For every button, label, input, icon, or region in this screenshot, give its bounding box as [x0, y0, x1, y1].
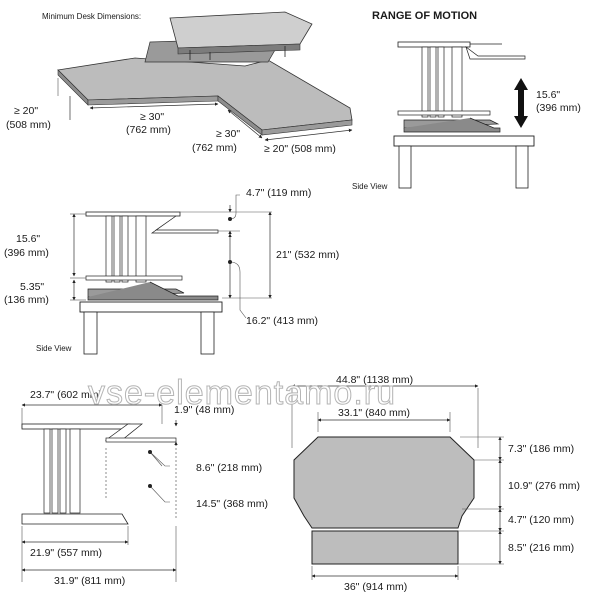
top-dim-2: 10.9" (276 mm) — [508, 480, 580, 492]
desk-side-width-mm: (762 mm) — [192, 142, 237, 154]
profile-overall-depth: 31.9" (811 mm) — [54, 575, 125, 587]
side-left-lower: 5.35" — [20, 281, 44, 293]
side-keyboard-height: 16.2" (413 mm) — [246, 315, 318, 327]
desk-perspective-view — [57, 11, 353, 142]
profile-top-depth: 23.7" (602 mm) — [30, 389, 102, 401]
top-plan-view — [291, 384, 504, 580]
profile-tray-drop: 1.9" (48 mm) — [174, 404, 234, 416]
side-top-clearance: 4.7" (119 mm) — [246, 187, 311, 199]
rom-view-label: Side View — [352, 182, 388, 191]
side-left-upper-mm: (396 mm) — [4, 247, 49, 259]
side-view-heights — [70, 194, 272, 355]
desk-front-width: ≥ 30" — [140, 111, 164, 123]
top-dim-1: 7.3" (186 mm) — [508, 443, 574, 455]
desk-side-width: ≥ 30" — [216, 128, 240, 140]
range-of-motion-title: RANGE OF MOTION — [372, 10, 477, 22]
side-view-label: Side View — [36, 344, 72, 353]
top-dim-3: 4.7" (120 mm) — [508, 514, 574, 526]
top-inner-width: 33.1" (840 mm) — [338, 407, 410, 419]
desk-front-width-mm: (762 mm) — [126, 124, 171, 136]
profile-tray-reach: 14.5" (368 mm) — [196, 498, 268, 510]
profile-depth-view — [21, 403, 178, 582]
profile-base-depth: 21.9" (557 mm) — [30, 547, 102, 559]
desk-left-depth: ≥ 20" — [14, 105, 38, 117]
rom-travel: 15.6" — [536, 89, 560, 101]
watermark: vse-elementamo.ru — [88, 374, 396, 412]
top-dim-4: 8.5" (216 mm) — [508, 542, 574, 554]
top-overall-width: 44.8" (1138 mm) — [336, 374, 413, 386]
desk-left-depth-mm: (508 mm) — [6, 119, 51, 131]
range-of-motion-side-view — [393, 41, 535, 189]
side-left-lower-mm: (136 mm) — [4, 294, 49, 306]
top-base-width: 36" (914 mm) — [344, 581, 407, 593]
side-right-total: 21" (532 mm) — [276, 249, 339, 261]
rom-travel-mm: (396 mm) — [536, 102, 581, 114]
side-left-upper: 15.6" — [16, 233, 40, 245]
desk-caption: Minimum Desk Dimensions: — [42, 12, 141, 21]
desk-right-depth: ≥ 20" (508 mm) — [264, 143, 336, 155]
profile-tray-depth: 8.6" (218 mm) — [196, 462, 262, 474]
